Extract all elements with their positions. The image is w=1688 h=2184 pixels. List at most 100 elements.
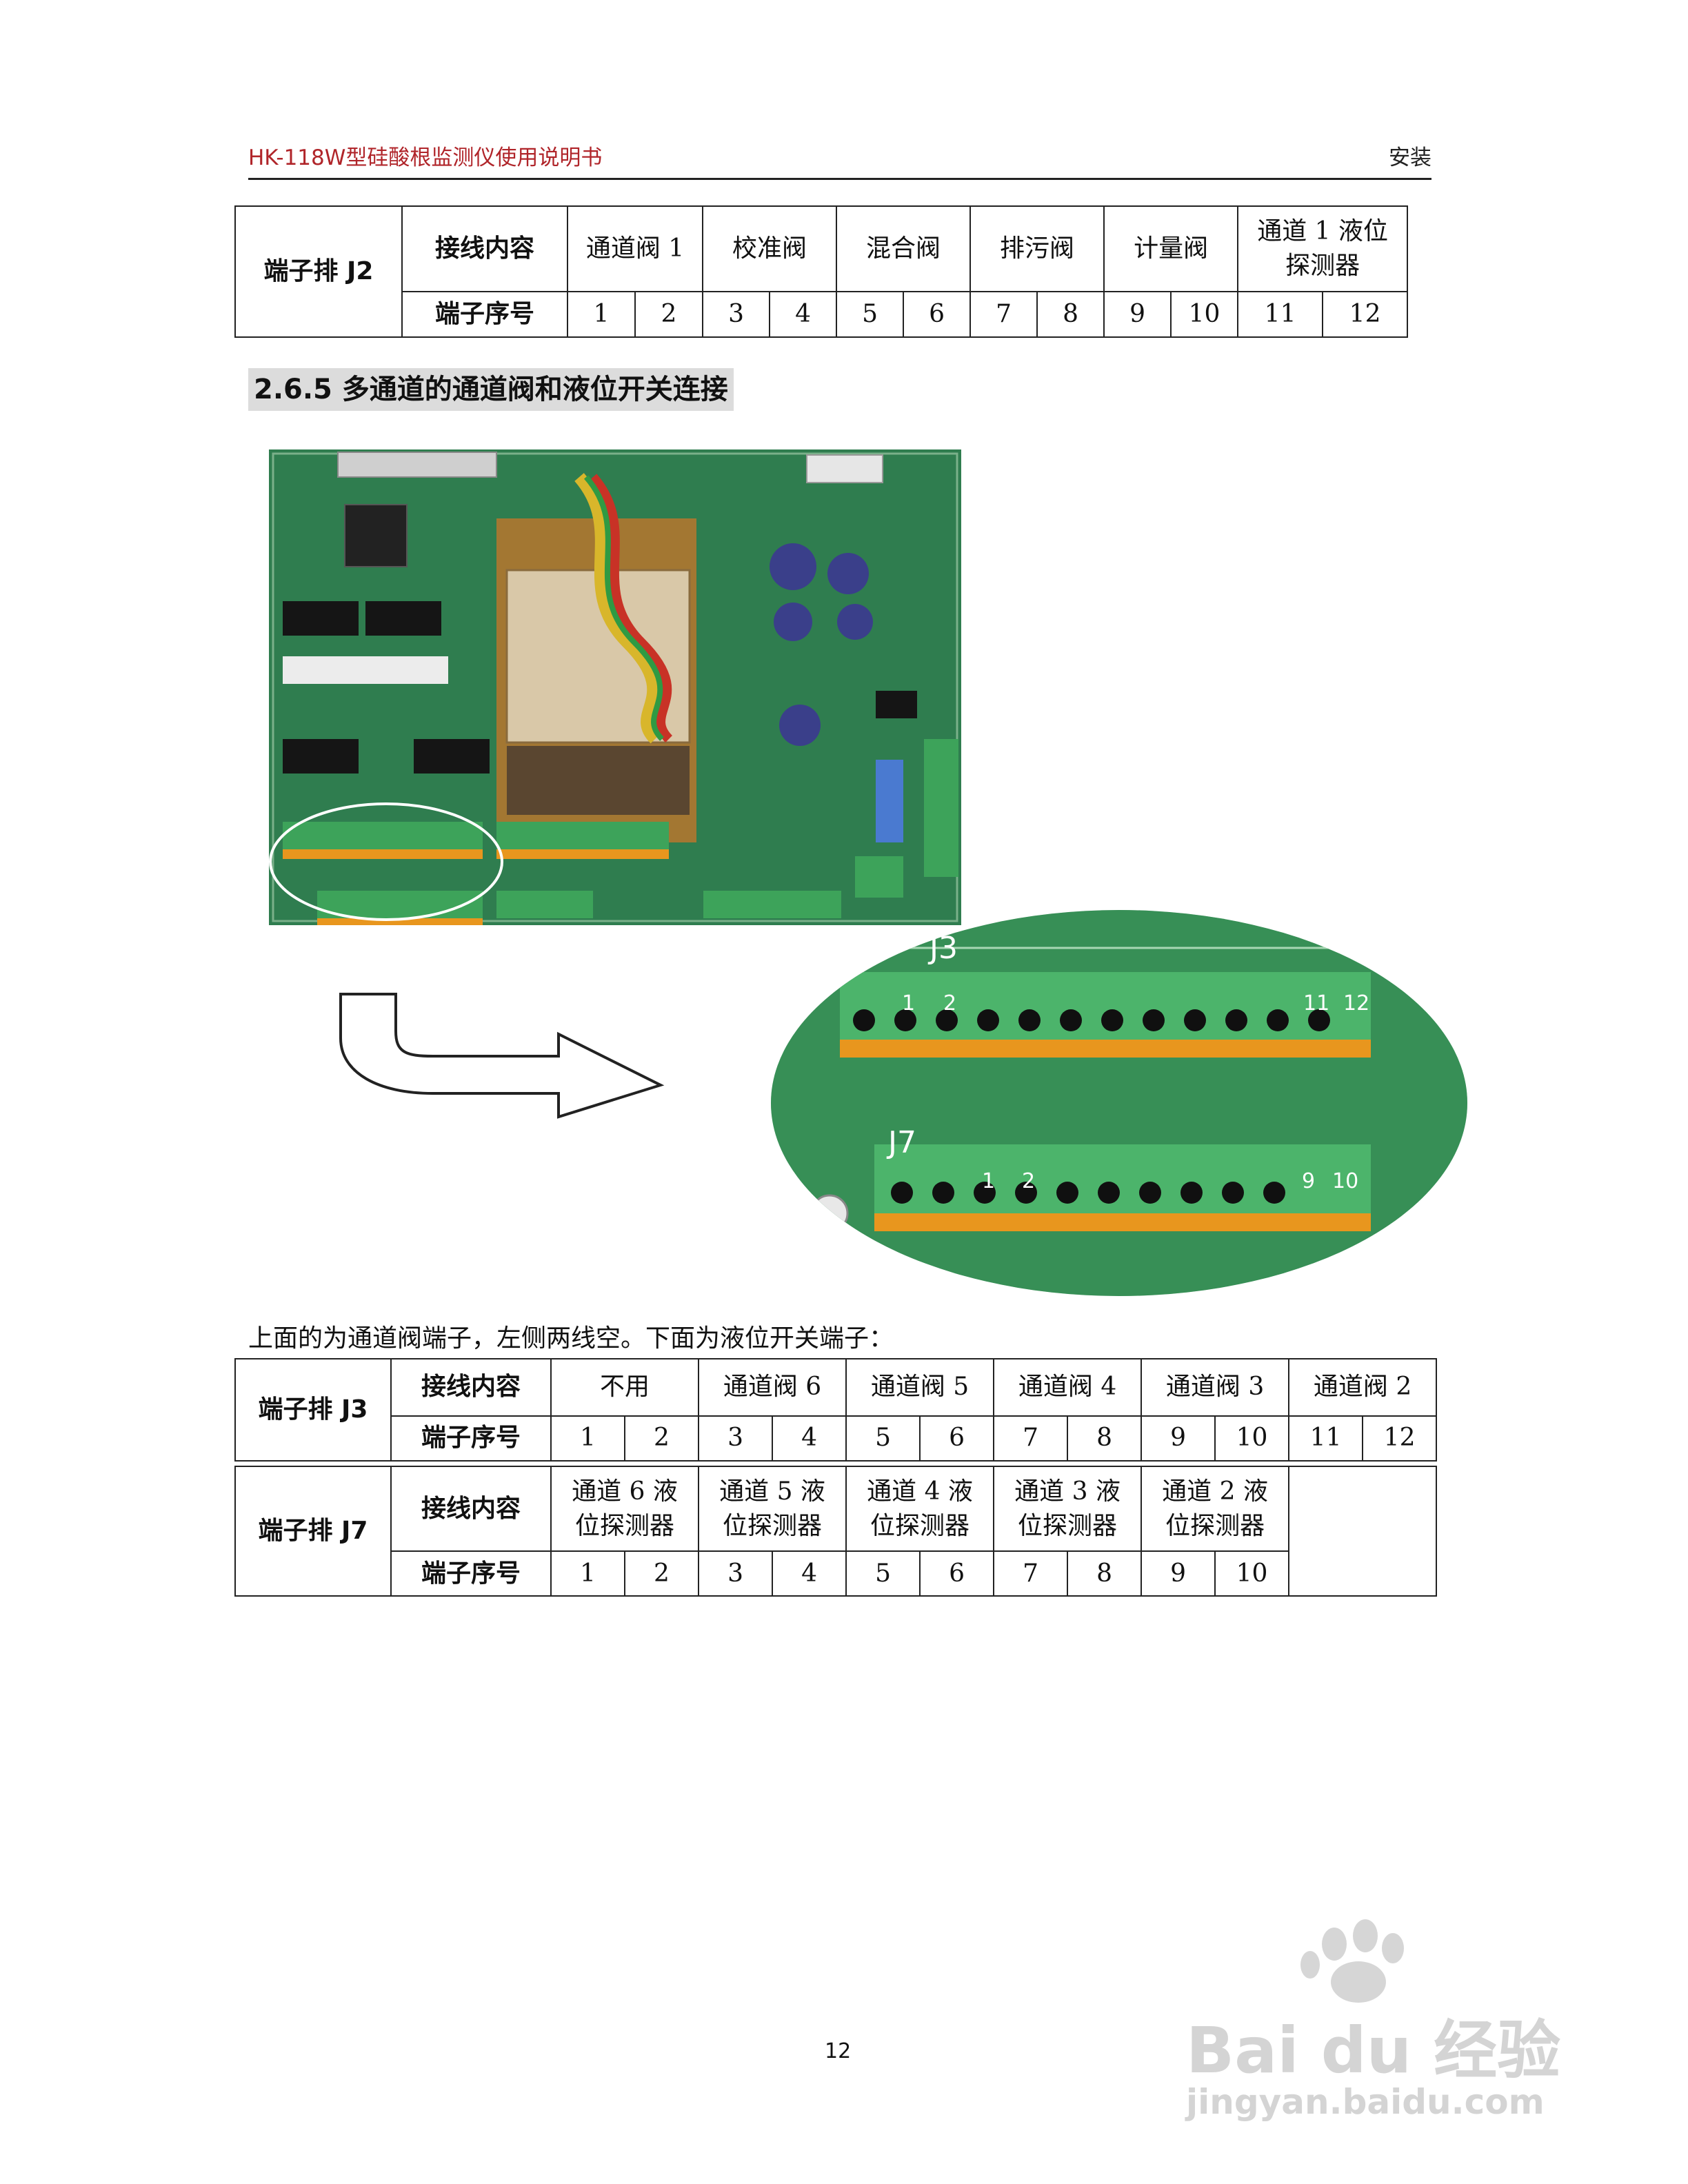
pin-number: 5 (836, 291, 905, 338)
pin-number: 10 (1214, 1550, 1290, 1597)
terminal-label: 端子排 J7 (234, 1465, 392, 1597)
screw-hole (1184, 1009, 1206, 1031)
content-cell: 通道阀 6 (698, 1358, 847, 1417)
screw-hole (936, 1009, 958, 1031)
empty-cell (1288, 1465, 1438, 1597)
content-cell: 通道 4 液位探测器 (845, 1465, 995, 1553)
section-name: 安装 (1389, 145, 1431, 170)
pin-number: 7 (993, 1550, 1069, 1597)
pin-label: 2 (943, 991, 957, 1015)
row-head-number: 端子序号 (390, 1550, 552, 1597)
screw-hole (974, 1182, 996, 1204)
content-cell: 通道 3 液位探测器 (993, 1465, 1143, 1553)
content-cell: 通道 6 液位探测器 (550, 1465, 700, 1553)
page-number: 12 (825, 2039, 852, 2063)
content-cell: 不用 (550, 1358, 700, 1417)
terminal-block-j3 (283, 822, 483, 859)
pin-number: 9 (1141, 1415, 1216, 1462)
screw-hole (894, 1009, 916, 1031)
j7-label: J7 (888, 1125, 916, 1160)
pin-number: 2 (623, 1550, 700, 1597)
terminal-caption: 上面的为通道阀端子，左侧两线空。下面为液位开关端子： (248, 1324, 894, 1353)
screw-hole (1263, 1182, 1285, 1204)
pin-number: 10 (1214, 1415, 1290, 1462)
pcb-board-photo (269, 449, 961, 925)
pin-number: 3 (698, 1550, 774, 1597)
pin-number: 2 (634, 291, 704, 338)
pin-number: 10 (1170, 291, 1239, 338)
content-cell: 通道阀 4 (993, 1358, 1143, 1417)
paw-logo-icon (1300, 1919, 1404, 2003)
watermark-url: jingyan.baidu.com (1186, 2082, 1545, 2122)
pin-label: 1 (902, 991, 916, 1015)
pin-number: 9 (1103, 291, 1172, 338)
terminal-table-j2: 端子排 J2 接线内容 通道阀 1 校准阀 混合阀 排污阀 计量阀 通道 1 液… (234, 205, 1409, 338)
pointer-arrow (339, 993, 665, 1119)
document-title: HK-118W型硅酸根监测仪使用说明书 (248, 145, 603, 170)
pin-number: 3 (698, 1415, 774, 1462)
content-cell: 计量阀 (1103, 205, 1239, 292)
screw-hole (1225, 1009, 1247, 1031)
pin-number: 3 (702, 291, 771, 338)
pin-number: 11 (1237, 291, 1324, 338)
screw-hole (1308, 1009, 1330, 1031)
screw-hole (853, 1009, 875, 1031)
j7-terminal-strip (874, 1144, 1371, 1231)
content-cell: 通道阀 2 (1288, 1358, 1438, 1417)
j3-label: J3 (930, 931, 958, 966)
terminal-zoom-view: J3 J7 1 2 11 12 1 2 9 10 (771, 910, 1467, 1296)
screw-hole (1060, 1009, 1082, 1031)
pin-number: 7 (969, 291, 1038, 338)
content-cell: 混合阀 (836, 205, 972, 292)
screw-hole (1098, 1182, 1120, 1204)
pin-number: 12 (1362, 1415, 1438, 1462)
pin-number: 6 (919, 1550, 995, 1597)
row-head-content: 接线内容 (390, 1358, 552, 1417)
content-cell: 排污阀 (969, 205, 1105, 292)
pin-label: 2 (1022, 1169, 1036, 1193)
screw-hole (1101, 1009, 1123, 1031)
watermark-brand: Bai du 经验 (1186, 2014, 1561, 2087)
screw-hole (977, 1009, 999, 1031)
content-cell: 通道 5 液位探测器 (698, 1465, 847, 1553)
content-cell: 通道阀 5 (845, 1358, 995, 1417)
pin-number: 7 (993, 1415, 1069, 1462)
pin-number: 4 (772, 1550, 847, 1597)
pin-number: 1 (550, 1550, 625, 1597)
pin-label: 1 (982, 1169, 996, 1193)
terminal-label: 端子排 J3 (234, 1358, 392, 1462)
pin-number: 12 (1322, 291, 1409, 338)
pin-label: 11 (1303, 991, 1330, 1015)
pin-number: 11 (1288, 1415, 1364, 1462)
screw-hole (1267, 1009, 1289, 1031)
row-head-content: 接线内容 (401, 205, 568, 292)
content-cell: 通道阀 3 (1141, 1358, 1290, 1417)
pin-number: 8 (1067, 1415, 1143, 1462)
row-head-content: 接线内容 (390, 1465, 552, 1553)
pin-number: 2 (623, 1415, 700, 1462)
screw-hole (1056, 1182, 1078, 1204)
pin-number: 5 (845, 1550, 921, 1597)
pin-label: 12 (1343, 991, 1370, 1015)
pin-label: 9 (1302, 1169, 1316, 1193)
content-cell: 通道 2 液位探测器 (1141, 1465, 1290, 1553)
pin-number: 1 (567, 291, 636, 338)
screw-hole (1143, 1009, 1165, 1031)
screw-hole (932, 1182, 954, 1204)
baidu-watermark: Bai du 经验 jingyan.baidu.com (1186, 1917, 1572, 2123)
row-head-number: 端子序号 (401, 291, 568, 338)
pin-number: 6 (903, 291, 972, 338)
screw-hole (1139, 1182, 1161, 1204)
content-cell: 通道 1 液位探测器 (1237, 205, 1409, 292)
screw-hole (1015, 1182, 1037, 1204)
pin-number: 9 (1141, 1550, 1216, 1597)
content-cell: 校准阀 (702, 205, 838, 292)
screw-hole (1180, 1182, 1203, 1204)
pin-number: 4 (772, 1415, 847, 1462)
terminal-table-j3-j7: 端子排 J3 接线内容 不用 通道阀 6 通道阀 5 通道阀 4 通道阀 3 通… (234, 1358, 1438, 1597)
pin-number: 1 (550, 1415, 625, 1462)
pin-number: 8 (1067, 1550, 1143, 1597)
pin-number: 8 (1036, 291, 1105, 338)
screw-hole (1222, 1182, 1244, 1204)
content-cell: 通道阀 1 (566, 205, 704, 292)
